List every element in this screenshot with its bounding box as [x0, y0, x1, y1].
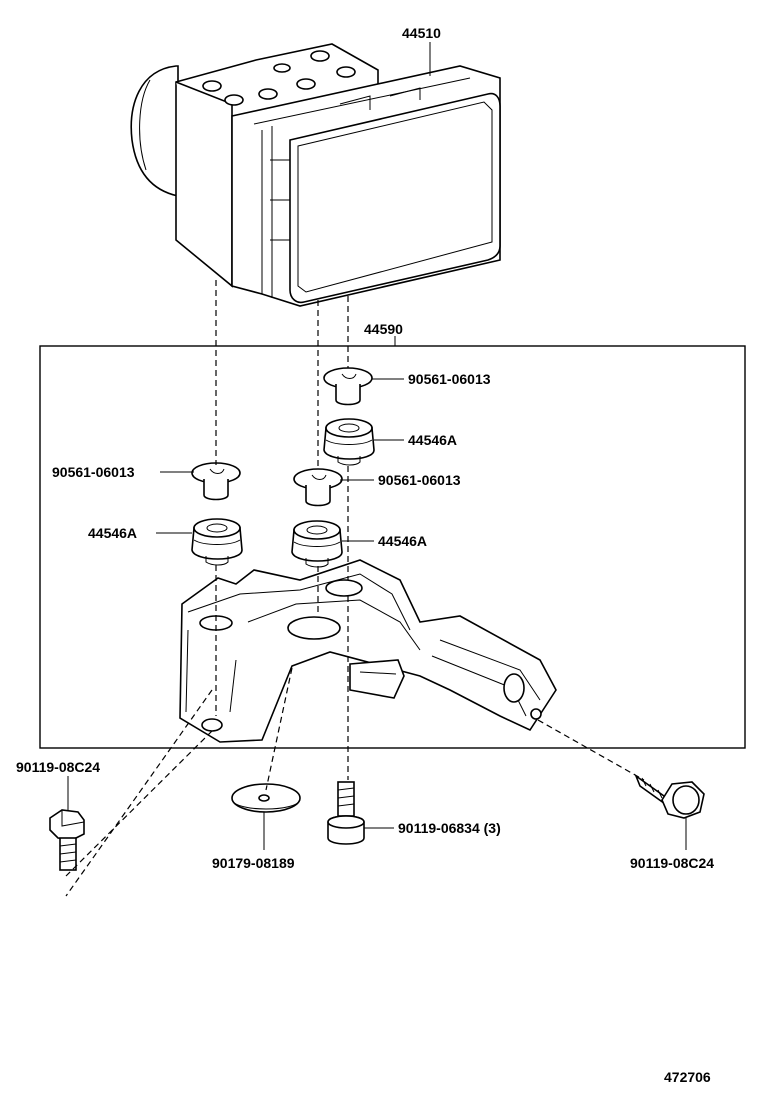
stud-bolt	[327, 781, 365, 845]
label-cushion-mid: 44546A	[378, 533, 427, 549]
label-actuator: 44510	[402, 25, 441, 41]
cushion-right	[323, 418, 375, 466]
figure-number: 472706	[664, 1069, 711, 1085]
collar-top	[323, 367, 373, 406]
collar-left	[191, 462, 241, 501]
label-washer: 90179-08189	[212, 855, 295, 871]
cushion-left	[191, 518, 243, 566]
port-holes	[202, 50, 356, 106]
bolt-left	[49, 809, 85, 871]
bolt-right	[634, 773, 705, 819]
label-collar-top: 90561-06013	[408, 371, 491, 387]
cushion-mid	[291, 520, 343, 568]
washer	[231, 783, 301, 813]
label-stud-bolt: 90119-06834 (3)	[398, 820, 501, 836]
bracket	[179, 559, 557, 743]
label-bracket-kit: 44590	[364, 321, 403, 337]
bracket-kit-frame	[39, 345, 746, 749]
label-collar-left: 90561-06013	[52, 464, 135, 480]
label-cushion-right: 44546A	[408, 432, 457, 448]
label-bolt-right: 90119-08C24	[630, 855, 714, 871]
assembly-lines	[65, 280, 645, 897]
label-bolt-left: 90119-08C24	[16, 759, 100, 775]
collar-mid	[293, 468, 343, 507]
leader-lines	[67, 42, 687, 850]
label-cushion-left: 44546A	[88, 525, 137, 541]
actuator-assembly	[130, 43, 501, 307]
label-collar-mid: 90561-06013	[378, 472, 461, 488]
